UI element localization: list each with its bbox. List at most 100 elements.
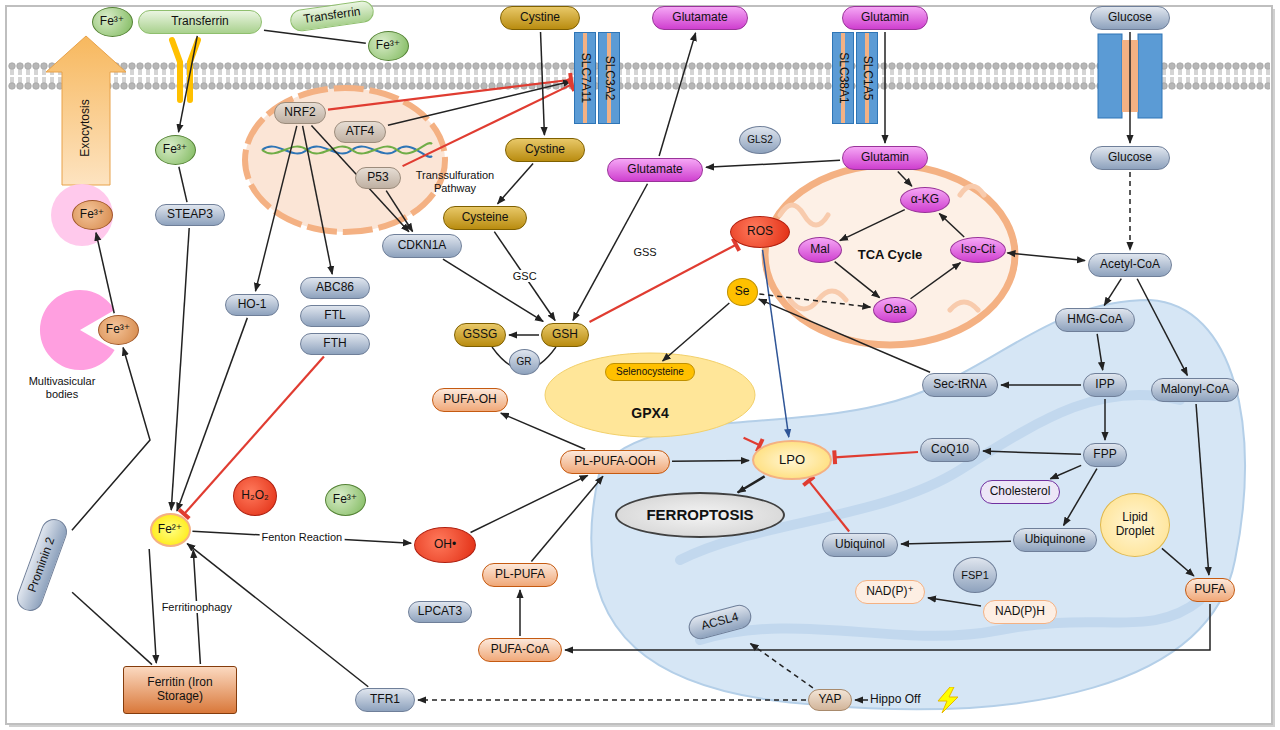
- arrow-connector: [672, 460, 749, 462]
- iron-ion: Fe³⁺: [98, 315, 139, 345]
- node-text: HO-1: [238, 298, 267, 312]
- lipid-droplet: Lipid Droplet: [1100, 493, 1170, 557]
- organelle-region: TCA Cycleα-KGMalOaaIso-Cit: [765, 165, 1015, 345]
- metabolite-box: Malonyl-CoA: [1151, 378, 1239, 402]
- arrow-connector: [928, 598, 981, 606]
- node-text: Cystine: [520, 11, 560, 25]
- protein-box: HO-1: [225, 294, 279, 316]
- node-text: SLC3A2: [602, 56, 616, 101]
- node-text: GR: [517, 356, 532, 368]
- thiol-metabolite: GSSG: [454, 323, 506, 347]
- organelle-region: GPX4Selenocysteine: [545, 353, 755, 437]
- lipid-metabolite: PL-PUFA: [482, 563, 558, 587]
- node-text: FERROPTOSIS: [646, 506, 753, 523]
- node-text: OH•: [434, 538, 456, 552]
- arrow-connector: [1001, 384, 1081, 386]
- arrow-connector: [303, 126, 333, 274]
- lightning-symbol: [936, 687, 960, 713]
- er-fold: [680, 395, 1180, 560]
- annotation-label: Transsulfuration Pathway: [408, 169, 503, 194]
- metabolite-box: IPP: [1083, 373, 1127, 397]
- cofactor-box: NAD(P)H: [983, 600, 1057, 624]
- inhibition-connector: [184, 356, 324, 514]
- arrow-connector: [759, 294, 870, 307]
- thiol-metabolite: Cystine: [500, 6, 580, 30]
- connector-label: Fenton Reaction: [259, 531, 344, 543]
- node-text: ABC86: [316, 281, 354, 295]
- node-text: YAP: [818, 693, 841, 707]
- lightning-symbol: [938, 687, 958, 713]
- dna-strand: [262, 143, 432, 153]
- node-text: FTH: [323, 337, 346, 351]
- node-text: GPX4: [631, 405, 668, 421]
- arrow-connector: [911, 263, 961, 299]
- node-text: ROS: [747, 225, 773, 239]
- node-text: Hippo Off: [870, 693, 920, 707]
- node-text: FTL: [324, 309, 345, 323]
- arrow-connector: [541, 32, 545, 135]
- annotation-label: Multivasicular bodies: [17, 375, 107, 400]
- node-text: Acetyl-CoA: [1100, 258, 1160, 272]
- arrow-connector: [898, 171, 912, 186]
- vesicle: [51, 184, 113, 246]
- node-text: Fe²⁺: [158, 523, 182, 537]
- reactive-species: ROS: [730, 216, 790, 248]
- glucose-transporter: [1138, 34, 1162, 118]
- metabolite-box: HMG-CoA: [1055, 308, 1135, 332]
- arrow-connector: [1162, 548, 1194, 576]
- inhibition-connector: [809, 481, 849, 532]
- arrow-connector: [471, 475, 588, 532]
- node-text: Glucose: [1108, 151, 1152, 165]
- arrow-connector: [264, 30, 366, 43]
- ferritin-box: Ferritin (Iron Storage): [123, 666, 237, 714]
- node-text: LPCAT3: [418, 605, 462, 619]
- node-text: NRF2: [284, 106, 315, 120]
- outcome-ellipse: FERROPTOSIS: [615, 492, 785, 538]
- node-text: FSP1: [961, 569, 989, 582]
- node-text: Cholesterol: [990, 485, 1051, 499]
- transporter-box: SLC7A11: [574, 32, 596, 124]
- node-text: H₂O₂: [241, 489, 268, 503]
- gpx4-enzyme: [545, 353, 755, 437]
- protein-box: STEAP3: [155, 204, 225, 226]
- node-text: ATF4: [346, 125, 374, 139]
- arrow-connector: [531, 476, 603, 561]
- arrow-connector: [759, 299, 930, 372]
- arrow-connector: [72, 348, 150, 531]
- node-text: GSSG: [463, 328, 498, 342]
- arrow-connector: [983, 451, 1081, 454]
- node-text: Glucose: [1108, 11, 1152, 25]
- arrow-connector: [192, 531, 411, 543]
- transcription-factor: P53: [355, 167, 401, 189]
- arrow-connector: [501, 413, 585, 449]
- iron-ion: Fe³⁺: [368, 31, 409, 61]
- metabolite-box: FPP: [1083, 443, 1127, 467]
- arrow-connector: [835, 262, 880, 298]
- arrow-connector: [763, 250, 789, 437]
- node-text: Cystine: [525, 143, 565, 157]
- node-text: Iso-Cit: [961, 243, 996, 257]
- arrow-connector: [72, 592, 152, 664]
- protein-box: LPCAT3: [408, 601, 472, 623]
- arrow-connector: [509, 334, 539, 336]
- amino-acid-metabolite: α-KG: [900, 187, 950, 213]
- iron-ion: Fe³⁺: [325, 484, 366, 516]
- node-text: CoQ10: [931, 443, 969, 457]
- protein-box: GR: [509, 349, 540, 375]
- metabolite-box: Glucose: [1090, 6, 1170, 30]
- node-text: STEAP3: [167, 208, 213, 222]
- node-text: ACSL4: [700, 610, 740, 633]
- arrow-connector: [659, 33, 695, 156]
- connector-label: Ferritinophagy: [160, 601, 234, 613]
- arrow-connector: [494, 232, 555, 321]
- node-text: Se: [735, 285, 750, 299]
- node-text: GSH: [552, 328, 578, 342]
- node-text: Transferrin: [303, 5, 362, 27]
- arrow-connector: [1104, 279, 1121, 306]
- protein-box: ACSL4: [686, 602, 754, 642]
- arrow-connector: [1129, 32, 1131, 143]
- protein-box: FTL: [300, 305, 370, 327]
- iron-ion: Fe³⁺: [72, 200, 113, 230]
- node-text: Ubiquinol: [835, 538, 885, 552]
- node-text: GLS2: [747, 134, 773, 146]
